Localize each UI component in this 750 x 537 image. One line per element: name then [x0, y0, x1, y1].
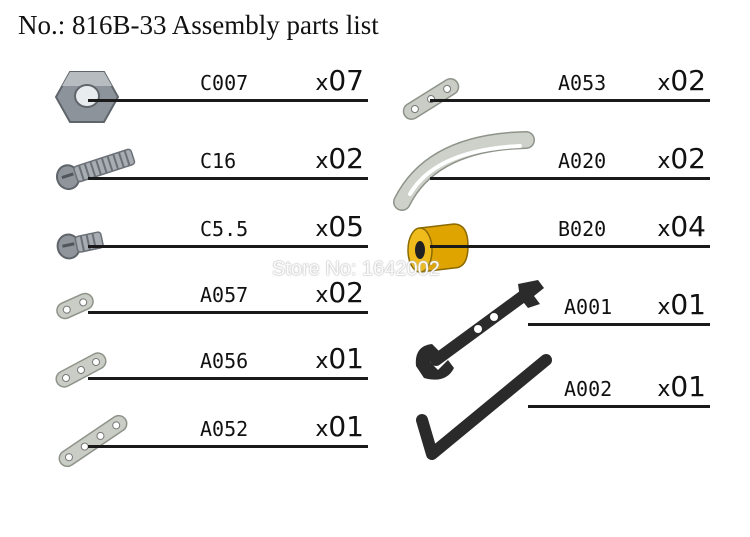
leader-line: [430, 99, 710, 102]
leader-line: [88, 99, 368, 102]
part-quantity: x02: [657, 64, 706, 97]
hex-nut-icon: [54, 71, 120, 123]
part-code: C5.5: [200, 217, 249, 241]
store-watermark: Store No: 1642002: [272, 258, 440, 280]
part-quantity: x01: [657, 370, 706, 403]
part-quantity: x01: [315, 342, 364, 375]
part-code: A057: [200, 283, 249, 307]
leader-line: [88, 377, 368, 380]
part-row: B020 x04: [430, 208, 710, 248]
part-row: A052 x01: [88, 408, 368, 448]
leader-line: [88, 445, 368, 448]
leader-line: [430, 245, 710, 248]
part-row: C5.5 x05: [88, 208, 368, 248]
leader-line: [528, 323, 710, 326]
part-row: C16 x02: [88, 140, 368, 180]
part-quantity: x02: [657, 142, 706, 175]
part-quantity: x01: [315, 410, 364, 443]
part-row: A002 x01: [528, 368, 710, 408]
part-code: B020: [558, 217, 607, 241]
part-row: C007 x07: [88, 62, 368, 102]
long-screw-icon: [55, 148, 136, 191]
wrench-icon: [415, 280, 544, 380]
leader-line: [88, 177, 368, 180]
curved-strip-icon: [393, 131, 535, 211]
part-quantity: x02: [315, 142, 364, 175]
part-row: A053 x02: [430, 62, 710, 102]
part-quantity: x02: [315, 276, 364, 309]
part-row: A020 x02: [430, 140, 710, 180]
part-quantity: x04: [657, 210, 706, 243]
page-title: No.: 816B-33 Assembly parts list: [18, 10, 379, 40]
part-row: A057 x02: [88, 274, 368, 314]
part-row: A001 x01: [528, 286, 710, 326]
leader-line: [88, 245, 368, 248]
part-quantity: x01: [657, 288, 706, 321]
hex-key-icon: [416, 354, 552, 460]
part-code: A020: [558, 149, 607, 173]
part-row: A056 x01: [88, 340, 368, 380]
part-code: A001: [564, 295, 613, 319]
yellow-wheel-icon: [407, 223, 469, 273]
leader-line: [88, 311, 368, 314]
part-quantity: x05: [315, 210, 364, 243]
part-code: A052: [200, 417, 249, 441]
leader-line: [430, 177, 710, 180]
part-code: C007: [200, 71, 249, 95]
leader-line: [528, 405, 710, 408]
part-code: A002: [564, 377, 613, 401]
part-quantity: x07: [315, 64, 364, 97]
part-code: A053: [558, 71, 607, 95]
part-code: C16: [200, 149, 237, 173]
part-code: A056: [200, 349, 249, 373]
three-hole-strip-icon: [55, 352, 107, 388]
two-hole-strip-icon: [56, 292, 94, 320]
